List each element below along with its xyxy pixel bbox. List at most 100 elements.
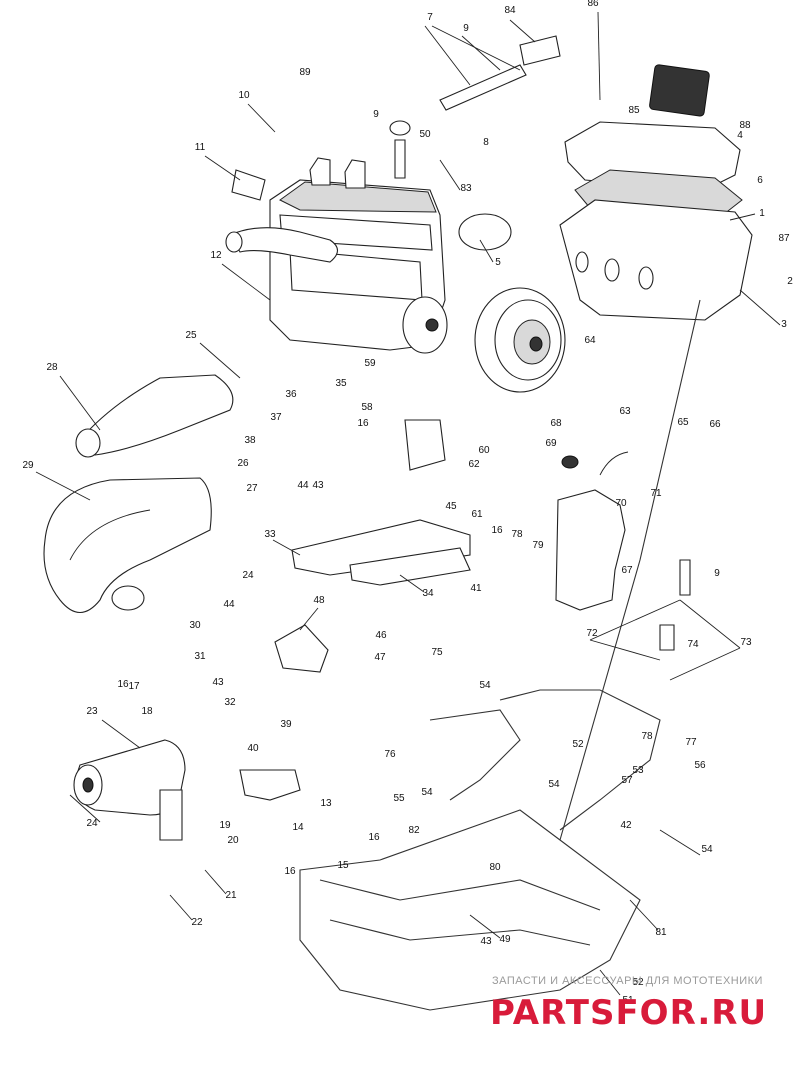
engine-mount-plates <box>291 519 471 586</box>
part-label-55: 55 <box>393 793 405 804</box>
part-label-15: 15 <box>337 860 349 871</box>
part-label-36: 36 <box>285 389 297 400</box>
part-label-76: 76 <box>384 749 396 760</box>
part-label-78: 78 <box>641 731 653 742</box>
part-label-80: 80 <box>489 862 501 873</box>
part-label-18: 18 <box>141 706 153 717</box>
part-label-8: 8 <box>483 137 489 148</box>
part-label-54: 54 <box>548 779 560 790</box>
part-label-9: 9 <box>463 23 469 34</box>
part-label-40: 40 <box>247 743 259 754</box>
part-label-7: 7 <box>427 12 433 23</box>
part-label-16: 16 <box>117 679 129 690</box>
part-label-6: 6 <box>757 175 763 186</box>
part-label-51: 51 <box>622 995 634 1006</box>
part-label-50: 50 <box>419 129 431 140</box>
part-label-19: 19 <box>219 820 231 831</box>
part-label-14: 14 <box>292 822 304 833</box>
part-label-67: 67 <box>621 565 633 576</box>
part-label-88: 88 <box>739 120 751 131</box>
part-label-54: 54 <box>701 844 713 855</box>
brackets <box>239 624 329 801</box>
part-label-34: 34 <box>422 588 434 599</box>
part-label-58: 58 <box>361 402 373 413</box>
part-label-28: 28 <box>46 362 58 373</box>
part-label-63: 63 <box>619 406 631 417</box>
part-label-24: 24 <box>242 570 254 581</box>
part-label-13: 13 <box>320 798 332 809</box>
part-label-37: 37 <box>270 412 282 423</box>
part-label-46: 46 <box>375 630 387 641</box>
part-label-21: 21 <box>225 890 237 901</box>
part-label-10: 10 <box>238 90 250 101</box>
part-label-1: 1 <box>759 208 765 219</box>
part-label-9: 9 <box>373 109 379 120</box>
muffler <box>73 739 186 841</box>
part-label-20: 20 <box>227 835 239 846</box>
watermark-logo: PARTSFOR.RU <box>490 993 767 1033</box>
engine-block <box>225 157 448 354</box>
part-label-69: 69 <box>545 438 557 449</box>
heat-shield <box>75 374 234 458</box>
part-label-52: 52 <box>632 977 644 988</box>
part-label-78: 78 <box>511 529 523 540</box>
part-label-9: 9 <box>714 568 720 579</box>
part-label-87: 87 <box>778 233 790 244</box>
part-label-59: 59 <box>364 358 376 369</box>
part-label-17: 17 <box>128 681 140 692</box>
part-label-66: 66 <box>709 419 721 430</box>
part-label-38: 38 <box>244 435 256 446</box>
part-label-57: 57 <box>621 775 633 786</box>
part-label-16: 16 <box>491 525 503 536</box>
part-label-79: 79 <box>532 540 544 551</box>
part-label-24: 24 <box>86 818 98 829</box>
part-label-16: 16 <box>284 866 296 877</box>
part-label-22: 22 <box>191 917 203 928</box>
part-label-47: 47 <box>374 652 386 663</box>
part-label-49: 49 <box>499 934 511 945</box>
part-label-61: 61 <box>471 509 483 520</box>
part-label-11: 11 <box>195 142 206 153</box>
part-label-3: 3 <box>781 319 787 330</box>
exhaust-pipe <box>43 477 212 614</box>
part-label-54: 54 <box>421 787 433 798</box>
part-label-54: 54 <box>479 680 491 691</box>
part-label-42: 42 <box>620 820 632 831</box>
part-label-33: 33 <box>264 529 276 540</box>
part-label-62: 62 <box>468 459 480 470</box>
part-label-89: 89 <box>299 67 311 78</box>
part-label-43: 43 <box>480 936 492 947</box>
watermark: ЗАПАСТИ И АКСЕССУАРЫ ДЛЯ МОТОТЕХНИКИ PAR… <box>490 975 767 1033</box>
part-label-31: 31 <box>194 651 206 662</box>
part-label-74: 74 <box>687 639 699 650</box>
chassis-frame <box>299 299 701 1011</box>
part-label-48: 48 <box>313 595 325 606</box>
part-label-4: 4 <box>737 130 743 141</box>
part-label-32: 32 <box>224 697 236 708</box>
part-label-39: 39 <box>280 719 292 730</box>
part-label-60: 60 <box>478 445 490 456</box>
part-label-41: 41 <box>470 583 482 594</box>
part-label-12: 12 <box>210 250 222 261</box>
part-label-84: 84 <box>504 5 516 16</box>
part-label-44: 44 <box>297 480 309 491</box>
part-label-75: 75 <box>431 647 443 658</box>
part-label-71: 71 <box>650 488 662 499</box>
part-label-44: 44 <box>223 599 235 610</box>
part-label-83: 83 <box>460 183 472 194</box>
small-components <box>231 35 691 651</box>
part-label-77: 77 <box>685 737 697 748</box>
part-label-35: 35 <box>335 378 347 389</box>
air-silencer <box>559 64 753 321</box>
part-label-56: 56 <box>694 760 706 771</box>
part-label-68: 68 <box>550 418 562 429</box>
leader-lines <box>35 11 781 996</box>
part-label-30: 30 <box>189 620 201 631</box>
part-label-25: 25 <box>185 330 197 341</box>
part-label-45: 45 <box>445 501 457 512</box>
part-label-26: 26 <box>237 458 249 469</box>
part-label-86: 86 <box>587 0 599 9</box>
part-label-16: 16 <box>357 418 369 429</box>
part-label-27: 27 <box>246 483 258 494</box>
watermark-tagline: ЗАПАСТИ И АКСЕССУАРЫ ДЛЯ МОТОТЕХНИКИ <box>492 975 763 987</box>
